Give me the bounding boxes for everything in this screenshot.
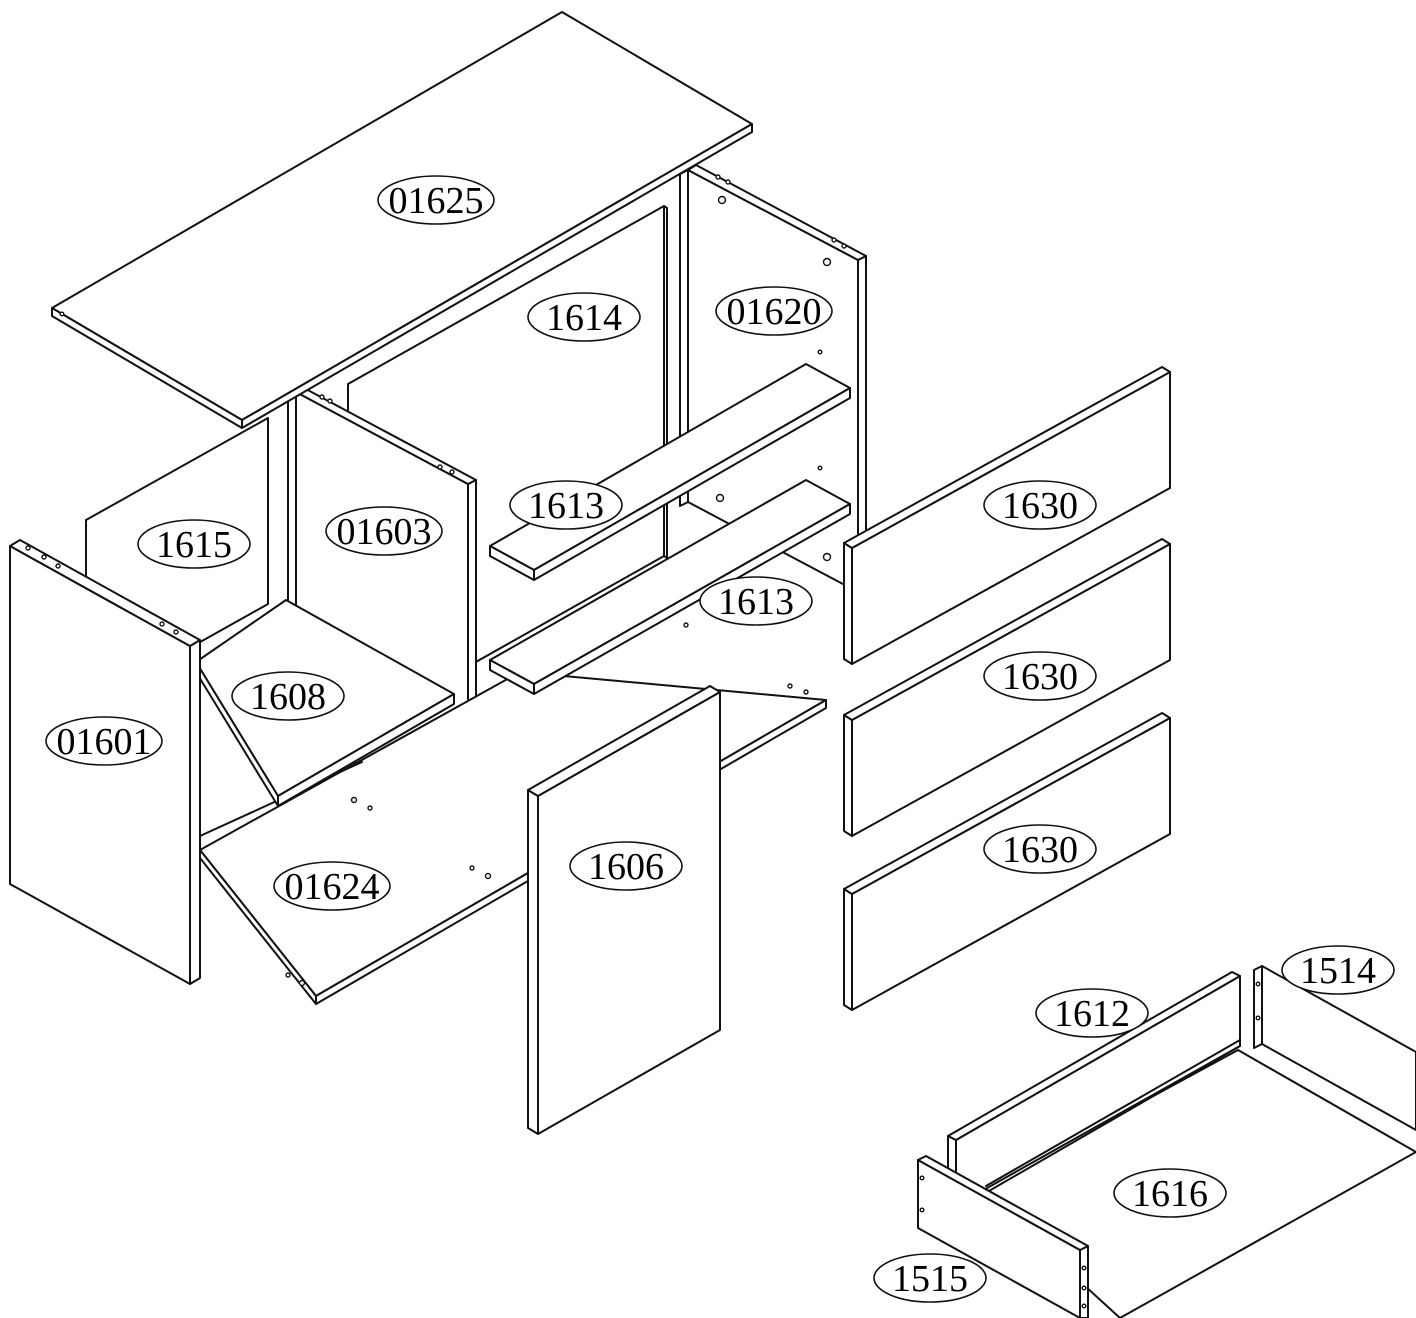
label-text: 1606 [588, 846, 664, 888]
label-drawer-side-right: 1514 [1281, 945, 1395, 995]
label-drawer-back: 1612 [1035, 988, 1149, 1038]
label-drawer-side-left: 1515 [873, 1253, 987, 1303]
label-top-panel: 01625 [377, 175, 495, 225]
label-shelf-upper: 1613 [509, 480, 623, 530]
label-text: 1614 [546, 297, 622, 339]
label-drawer-front-3: 1630 [983, 824, 1097, 874]
label-left-side: 01601 [45, 716, 163, 766]
label-right-side: 01620 [715, 286, 833, 336]
label-text: 1514 [1300, 950, 1376, 992]
label-text: 1630 [1002, 656, 1078, 698]
label-text: 1612 [1054, 993, 1130, 1035]
label-text: 01625 [389, 180, 484, 222]
label-left-back-panel: 1615 [137, 519, 251, 569]
door-panel [527, 685, 721, 1135]
label-text: 01603 [337, 511, 432, 553]
label-shelf-lower: 1613 [699, 576, 813, 626]
label-door: 1606 [569, 841, 683, 891]
shelf-lower [489, 479, 851, 695]
label-text: 01624 [285, 866, 380, 908]
label-text: 1615 [156, 524, 232, 566]
label-text: 1613 [718, 581, 794, 623]
drawer-side-right [1253, 965, 1416, 1131]
label-drawer-front-2: 1630 [983, 651, 1097, 701]
label-text: 01601 [57, 721, 152, 763]
label-divider: 01603 [325, 506, 443, 556]
label-text: 1613 [528, 485, 604, 527]
label-text: 1515 [892, 1258, 968, 1300]
drawer-side-left [917, 1155, 1089, 1318]
label-text: 1608 [250, 676, 326, 718]
drawer-back [947, 971, 1241, 1211]
label-drawer-bottom: 1616 [1113, 1168, 1227, 1218]
label-drawer-front-1: 1630 [983, 480, 1097, 530]
label-inner-shelf: 1608 [231, 671, 345, 721]
label-bottom-panel: 01624 [273, 861, 391, 911]
label-text: 1616 [1132, 1173, 1208, 1215]
label-back-panel: 1614 [527, 292, 641, 342]
label-text: 01620 [727, 291, 822, 333]
label-text: 1630 [1002, 485, 1078, 527]
label-text: 1630 [1002, 829, 1078, 871]
